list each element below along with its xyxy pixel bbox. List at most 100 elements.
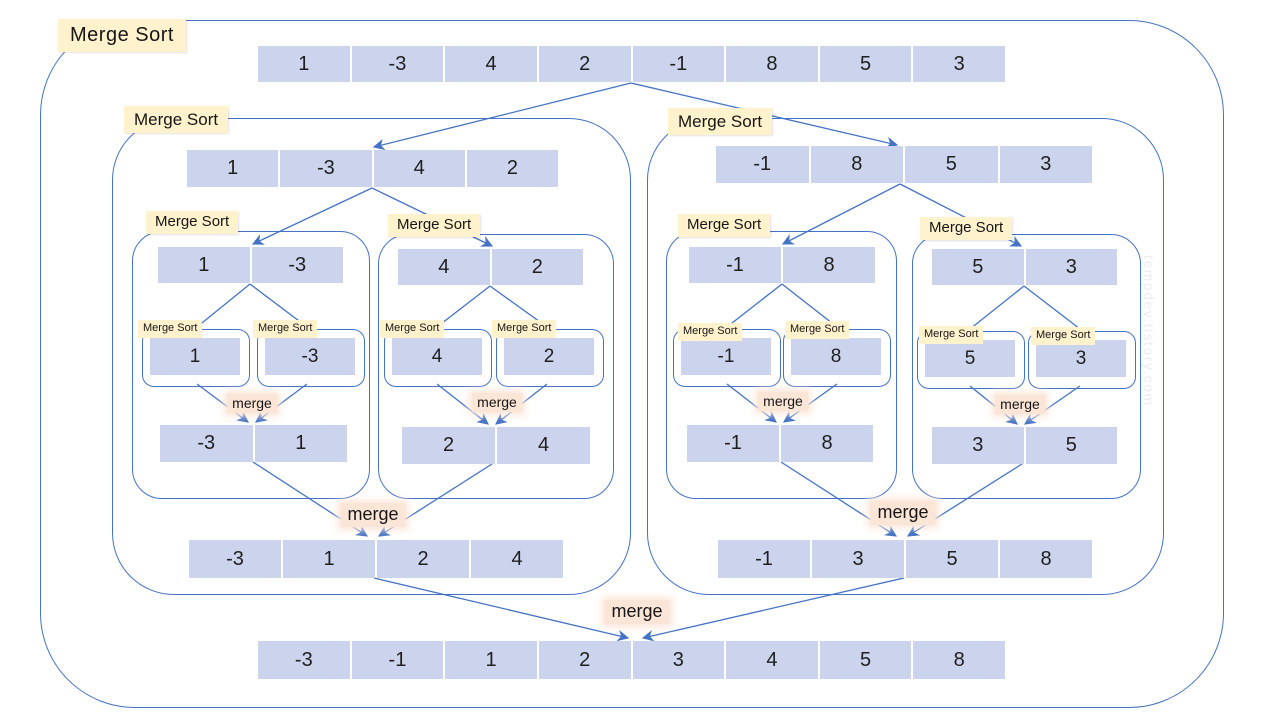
array-single-8: 3 bbox=[1036, 340, 1126, 377]
merge-sort-label-left-left: Merge Sort bbox=[146, 211, 239, 234]
container-right-right bbox=[912, 234, 1141, 499]
array-cell: 4 bbox=[726, 641, 818, 679]
merge-label-rr: merge bbox=[995, 395, 1045, 414]
merge-label-lr: merge bbox=[472, 393, 522, 412]
merge-sort-label-single-5: Merge Sort bbox=[678, 323, 743, 341]
array-cell: -3 bbox=[258, 641, 350, 679]
array-cell: -1 bbox=[632, 46, 725, 82]
array-cell: 8 bbox=[913, 641, 1005, 679]
array-cell: -3 bbox=[351, 46, 444, 82]
array-cell: 8 bbox=[810, 146, 903, 183]
container-left-left bbox=[132, 231, 370, 499]
array-cell: -1 bbox=[687, 425, 779, 462]
watermark-text: tempdev.tistory.com bbox=[1141, 255, 1157, 407]
merge-sort-label-right-left: Merge Sort bbox=[678, 214, 771, 237]
merge-sort-label-left-half: Merge Sort bbox=[124, 106, 229, 134]
merge-label-rl: merge bbox=[758, 392, 808, 411]
merge-sort-label-left-right: Merge Sort bbox=[388, 214, 481, 237]
merge-sort-label-single-2: Merge Sort bbox=[253, 320, 318, 338]
merge-sort-label-single-8: Merge Sort bbox=[1031, 327, 1096, 345]
array-cell: 2 bbox=[466, 150, 558, 187]
container-right-half bbox=[647, 118, 1164, 595]
array-cell: -3 bbox=[189, 540, 281, 578]
array-cell: 1 bbox=[445, 641, 537, 679]
array-single-7: 5 bbox=[925, 340, 1015, 377]
array-cell: 8 bbox=[783, 247, 875, 283]
array-cell: 2 bbox=[538, 46, 631, 82]
array-cell: 2 bbox=[377, 540, 469, 578]
array-single-1: 1 bbox=[150, 338, 240, 375]
merge-sort-label-right-right: Merge Sort bbox=[920, 217, 1013, 240]
array-single-3: 4 bbox=[392, 338, 482, 375]
merge-sort-label-root: Merge Sort bbox=[58, 19, 186, 52]
array-cell: 8 bbox=[1000, 540, 1092, 578]
array-single-6: 8 bbox=[791, 338, 881, 375]
array-cell: 3 bbox=[1036, 340, 1126, 377]
merge-label-root: merge bbox=[604, 600, 670, 624]
array-cell: 5 bbox=[905, 146, 998, 183]
container-left-half bbox=[112, 118, 631, 595]
array-cell: -3 bbox=[160, 425, 253, 462]
array-cell: 3 bbox=[999, 146, 1092, 183]
array-cell: 2 bbox=[402, 427, 495, 464]
array-cell: 5 bbox=[819, 46, 912, 82]
array-single-5: -1 bbox=[681, 338, 771, 375]
array-cell: -1 bbox=[718, 540, 810, 578]
array-cell: 5 bbox=[906, 540, 998, 578]
array-cell: 8 bbox=[726, 46, 818, 82]
array-cell: 3 bbox=[1025, 249, 1117, 285]
merge-sort-label-right-half: Merge Sort bbox=[668, 108, 773, 136]
array-cell: 3 bbox=[913, 46, 1005, 82]
array-cell: 1 bbox=[254, 425, 347, 462]
array-cell: -3 bbox=[265, 338, 355, 375]
array-cell: 1 bbox=[283, 540, 375, 578]
array-cell: 2 bbox=[538, 641, 631, 679]
array-cell: -1 bbox=[681, 338, 771, 375]
array-cell: 4 bbox=[445, 46, 537, 82]
array-left-left: 1-3 bbox=[158, 247, 343, 283]
array-cell: 4 bbox=[373, 150, 465, 187]
merge-sort-label-single-4: Merge Sort bbox=[492, 320, 557, 338]
array-cell: 5 bbox=[932, 249, 1024, 285]
array-cell: 1 bbox=[150, 338, 240, 375]
array-single-4: 2 bbox=[504, 338, 594, 375]
merge-label-ll: merge bbox=[227, 394, 277, 413]
array-cell: 5 bbox=[1025, 427, 1117, 464]
merge-sort-label-single-1: Merge Sort bbox=[138, 320, 203, 338]
container-root bbox=[40, 20, 1224, 708]
array-cell: -1 bbox=[351, 641, 444, 679]
array-cell: 3 bbox=[632, 641, 725, 679]
container-left-right bbox=[378, 234, 614, 499]
array-cell: 5 bbox=[819, 641, 912, 679]
merge-sort-label-single-7: Merge Sort bbox=[919, 326, 984, 344]
array-cell: 4 bbox=[497, 427, 590, 464]
array-single-2: -3 bbox=[265, 338, 355, 375]
array-cell: 2 bbox=[491, 249, 583, 285]
array-cell: 3 bbox=[812, 540, 904, 578]
array-cell: 2 bbox=[504, 338, 594, 375]
array-cell: 8 bbox=[781, 425, 873, 462]
array-cell: 4 bbox=[392, 338, 482, 375]
array-cell: 4 bbox=[471, 540, 563, 578]
array-cell: 4 bbox=[398, 249, 490, 285]
array-cell: -3 bbox=[251, 247, 343, 283]
array-cell: 1 bbox=[187, 150, 279, 187]
merge-label-left: merge bbox=[340, 503, 406, 527]
array-cell: 3 bbox=[932, 427, 1024, 464]
array-cell: 1 bbox=[158, 247, 250, 283]
merge-sort-label-single-6: Merge Sort bbox=[785, 321, 850, 339]
array-cell: -3 bbox=[280, 150, 372, 187]
array-cell: 1 bbox=[258, 46, 350, 82]
merge-label-right: merge bbox=[870, 501, 936, 525]
